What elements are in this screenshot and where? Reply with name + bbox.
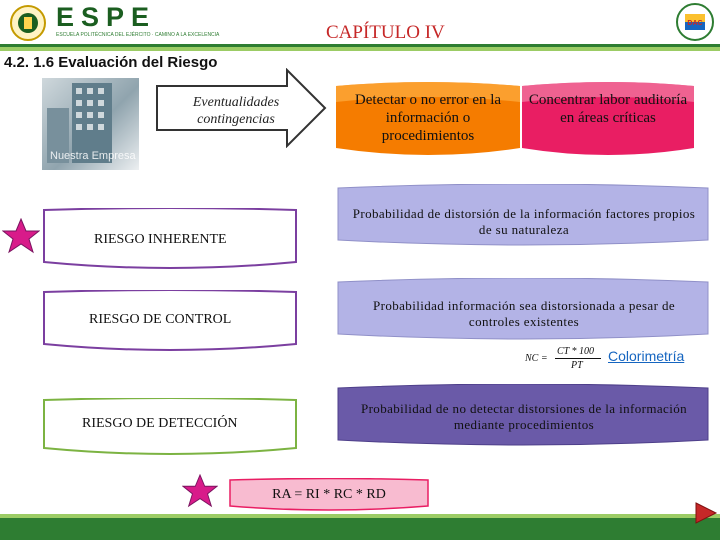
risk-formula-text: RA = RI * RC * RD <box>272 487 386 502</box>
formula-fraction-bar <box>555 358 601 359</box>
colorimetry-formula: NC = CT * 100 PT <box>525 346 605 372</box>
risk-detection-description: Probabilidad de no detectar distorsiones… <box>360 401 688 432</box>
institution-name: ESPE <box>56 2 157 32</box>
header-divider <box>0 44 720 47</box>
formula-lhs: NC = <box>525 353 548 364</box>
risk-formula-box <box>229 478 429 511</box>
institution-subtitle: ESCUELA POLITÉCNICA DEL EJÉRCITO · CAMIN… <box>56 32 220 38</box>
eventualities-arrow <box>156 68 327 148</box>
detect-error-banner <box>336 82 520 155</box>
concentrate-audit-banner <box>522 82 694 155</box>
concentrate-audit-text: Concentrar labor auditoría en áreas crít… <box>528 92 688 126</box>
risk-control-description: Probabilidad información sea distorsiona… <box>372 298 676 329</box>
formula-numerator: CT * 100 <box>557 346 595 357</box>
risk-detection-label-box <box>43 398 297 455</box>
section-title: 4.2. 1.6 Evaluación del Riesgo <box>4 54 218 71</box>
footer-bar <box>0 518 720 540</box>
risk-control-desc-box <box>337 278 709 340</box>
espe-crest-logo <box>10 5 46 41</box>
formula-denominator: PT <box>571 360 583 371</box>
arrow-label: Eventualidades contingencias <box>192 95 280 127</box>
photo-caption: Nuestra Empresa <box>50 150 136 162</box>
risk-inherent-description: Probabilidad de distorsión de la informa… <box>352 206 696 237</box>
header-bar <box>0 0 720 44</box>
risk-control-label-box <box>43 290 297 351</box>
next-slide-arrow-icon[interactable] <box>694 500 718 526</box>
dac-logo: DAC <box>676 3 714 41</box>
dac-logo-text: DAC <box>687 20 702 27</box>
star-icon <box>2 218 40 254</box>
building-illustration <box>47 83 112 163</box>
risk-inherent-desc-box <box>337 184 709 246</box>
company-building-photo <box>42 78 139 170</box>
risk-detection-desc-box <box>337 384 709 446</box>
colorimetry-link[interactable]: Colorimetría <box>608 348 685 364</box>
risk-detection-label: RIESGO DE DETECCIÓN <box>82 416 238 431</box>
detect-error-text: Detectar o no error en la información o … <box>354 92 502 144</box>
risk-inherent-label: RIESGO INHERENTE <box>94 232 227 247</box>
risk-inherent-label-box <box>43 208 297 269</box>
chapter-title: CAPÍTULO IV <box>326 22 445 43</box>
header-divider-light <box>0 47 720 51</box>
footer-divider <box>0 514 720 518</box>
risk-control-label: RIESGO DE CONTROL <box>89 312 232 327</box>
star-icon <box>182 474 218 508</box>
